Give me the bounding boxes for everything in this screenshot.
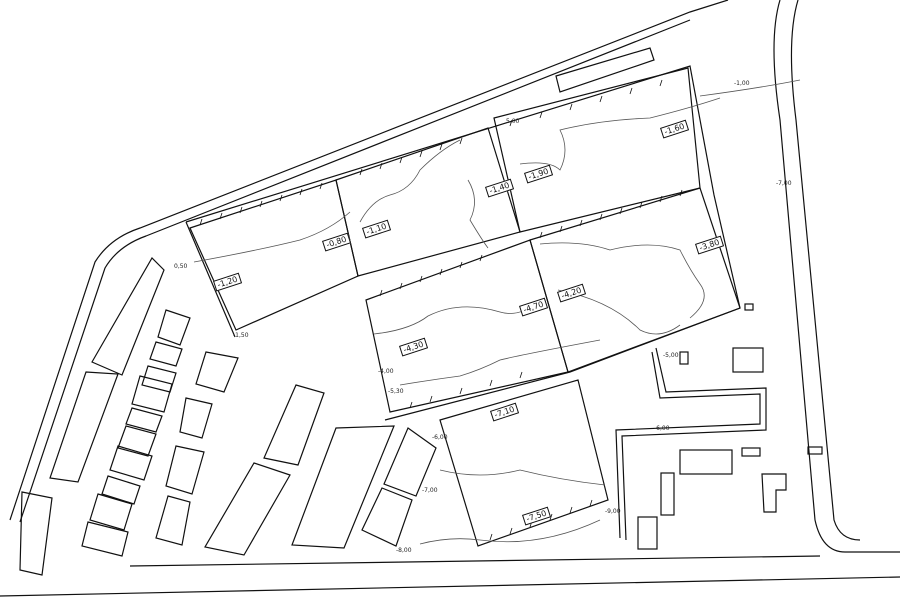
building-9: [744, 303, 754, 311]
contour-2: [359, 139, 461, 223]
contour-4: [519, 97, 721, 171]
spot-elevation: -1,50: [233, 332, 249, 339]
block-21: [383, 427, 437, 497]
block-4: [157, 309, 191, 346]
block-5: [149, 341, 183, 367]
building-2: [679, 351, 689, 365]
block-14: [195, 351, 239, 393]
block-2: [49, 371, 119, 483]
contour-7: [373, 299, 541, 335]
road-south-2: [129, 555, 821, 567]
wall-east-l-inner: [615, 351, 761, 539]
spot-elevation: -5,30: [388, 388, 404, 395]
block-22: [361, 487, 413, 547]
road-edge-inner: [19, 19, 691, 523]
pit-west-edge: [185, 221, 236, 338]
contour-6: [557, 289, 681, 335]
contour-1: [193, 211, 351, 263]
contour-5: [539, 242, 705, 319]
pit-north-row: [185, 65, 741, 421]
contour-8: [399, 339, 601, 386]
spot-elevation: -7,00: [776, 180, 792, 187]
block-10: [109, 445, 153, 481]
spot-elevation: -7,00: [422, 487, 438, 494]
lot-e: [529, 187, 741, 373]
scale-ticks-mid: [379, 189, 683, 297]
lot-c: [493, 67, 701, 233]
block-20: [291, 425, 395, 549]
building-5: [807, 446, 823, 455]
wall-east-l: [621, 347, 767, 541]
spot-elevation: -8,00: [396, 547, 412, 554]
block-8: [125, 407, 163, 433]
block-16: [165, 445, 205, 495]
spot-elevation: -6,00: [432, 434, 448, 441]
road-east-2: [790, 0, 861, 541]
block-13: [81, 521, 129, 557]
spot-elevation: -5,00: [663, 352, 679, 359]
block-12: [89, 493, 133, 531]
contour-11: [699, 79, 801, 97]
contour-9: [439, 469, 606, 486]
block-19: [204, 462, 291, 556]
contour-10: [419, 519, 601, 545]
block-15: [179, 397, 213, 439]
spot-elevation: -4,00: [378, 368, 394, 375]
building-6: [660, 472, 675, 516]
scale-ticks-south: [409, 371, 593, 541]
spot-elevation: -9,00: [605, 508, 621, 515]
road-south-1: [0, 576, 900, 597]
spot-elevation: 0,50: [174, 263, 188, 270]
block-3: [19, 491, 53, 576]
spot-elevation: 5,00: [506, 118, 520, 125]
building-4: [741, 447, 761, 457]
block-17: [155, 495, 191, 546]
block-18: [263, 384, 325, 466]
spot-elevation: -6,00: [654, 425, 670, 432]
block-north: [555, 47, 655, 93]
block-11: [101, 475, 141, 505]
road-edge-outer: [9, 0, 729, 521]
block-9: [117, 425, 157, 457]
scale-ticks-north: [199, 79, 663, 226]
building-7: [761, 473, 787, 513]
building-3: [679, 449, 733, 475]
block-1: [91, 257, 165, 376]
building-1: [732, 347, 764, 373]
lot-a: [189, 179, 359, 331]
spot-elevation: -1,00: [734, 80, 750, 87]
building-8: [637, 516, 658, 550]
road-east-1: [773, 0, 900, 553]
contour-3: [467, 179, 489, 249]
lot-f: [439, 379, 609, 547]
block-7: [131, 375, 173, 413]
